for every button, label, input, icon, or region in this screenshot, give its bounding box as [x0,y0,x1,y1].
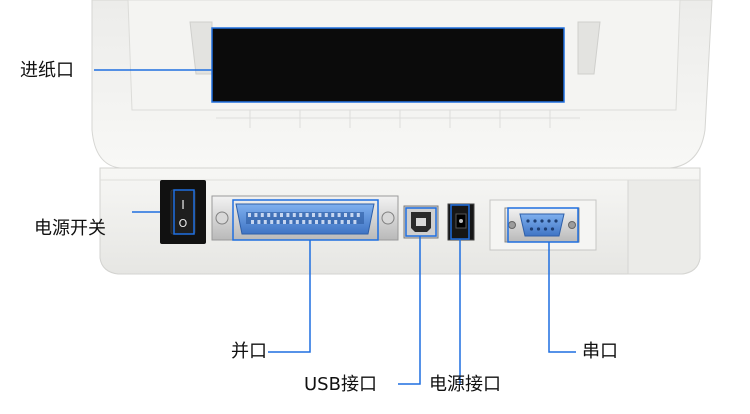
parallel-pin [254,213,258,217]
serial-pin [536,227,541,231]
parallel-port [211,195,399,241]
parallel-pin [260,213,264,217]
serial-pin [547,219,551,223]
parallel-pin [312,213,315,217]
parallel-pin [337,213,341,217]
label-parallel-port: 并口 [231,341,267,362]
callout-line-usb-port [398,236,421,385]
serial-pin [550,227,555,231]
callout-lines [94,69,579,385]
parallel-pin [350,213,354,217]
serial-pin [543,227,548,231]
callout-box-parallel-port [232,199,379,241]
parallel-pin [280,213,283,217]
parallel-pin [344,213,347,217]
callout-box-usb-port [405,207,437,237]
dc-power-port [447,203,475,241]
switch-off-symbol: O [179,217,188,230]
parallel-pin [331,213,335,217]
parallel-pin [356,213,360,217]
parallel-pin [302,220,306,224]
parallel-pin [299,213,303,217]
parallel-pin [286,213,290,217]
parallel-pin [334,220,338,224]
paper-inlet-slot [211,27,565,103]
parallel-pin [295,220,299,224]
parallel-pin [273,213,277,217]
parallel-pin [283,220,286,224]
serial-pin [533,219,537,223]
serial-pin [529,227,534,231]
serial-pin [554,219,558,223]
callout-line-serial-port [548,242,576,353]
label-power-switch: 电源开关 [34,218,106,239]
serial-pin [540,219,544,223]
serial-pin [526,219,530,223]
switch-on-symbol: I [181,198,185,212]
parallel-pin [267,213,271,217]
parallel-pin [324,213,328,217]
parallel-pin [305,213,309,217]
parallel-pin [315,220,318,224]
usb-b-port [403,205,439,239]
callout-box-serial-port [507,207,579,243]
parallel-pin [340,220,344,224]
callout-box-power-switch [173,189,195,235]
parallel-pin [248,213,251,217]
parallel-pin [292,213,296,217]
parallel-pin [327,220,331,224]
label-power-port: 电源接口 [429,374,501,395]
parallel-pin [347,220,350,224]
callout-line-parallel-port [268,240,311,353]
parallel-pin [263,220,267,224]
parallel-pin [257,220,261,224]
parallel-pin [321,220,325,224]
parallel-pin [318,213,322,217]
label-paper-inlet: 进纸口 [20,60,74,81]
parallel-pin [289,220,293,224]
label-serial-port: 串口 [582,341,618,362]
parallel-pin [276,220,280,224]
parallel-pin [270,220,274,224]
parallel-pin [308,220,312,224]
parallel-pin [353,220,357,224]
parallel-pin [251,220,254,224]
label-usb-port: USB接口 [304,374,377,395]
